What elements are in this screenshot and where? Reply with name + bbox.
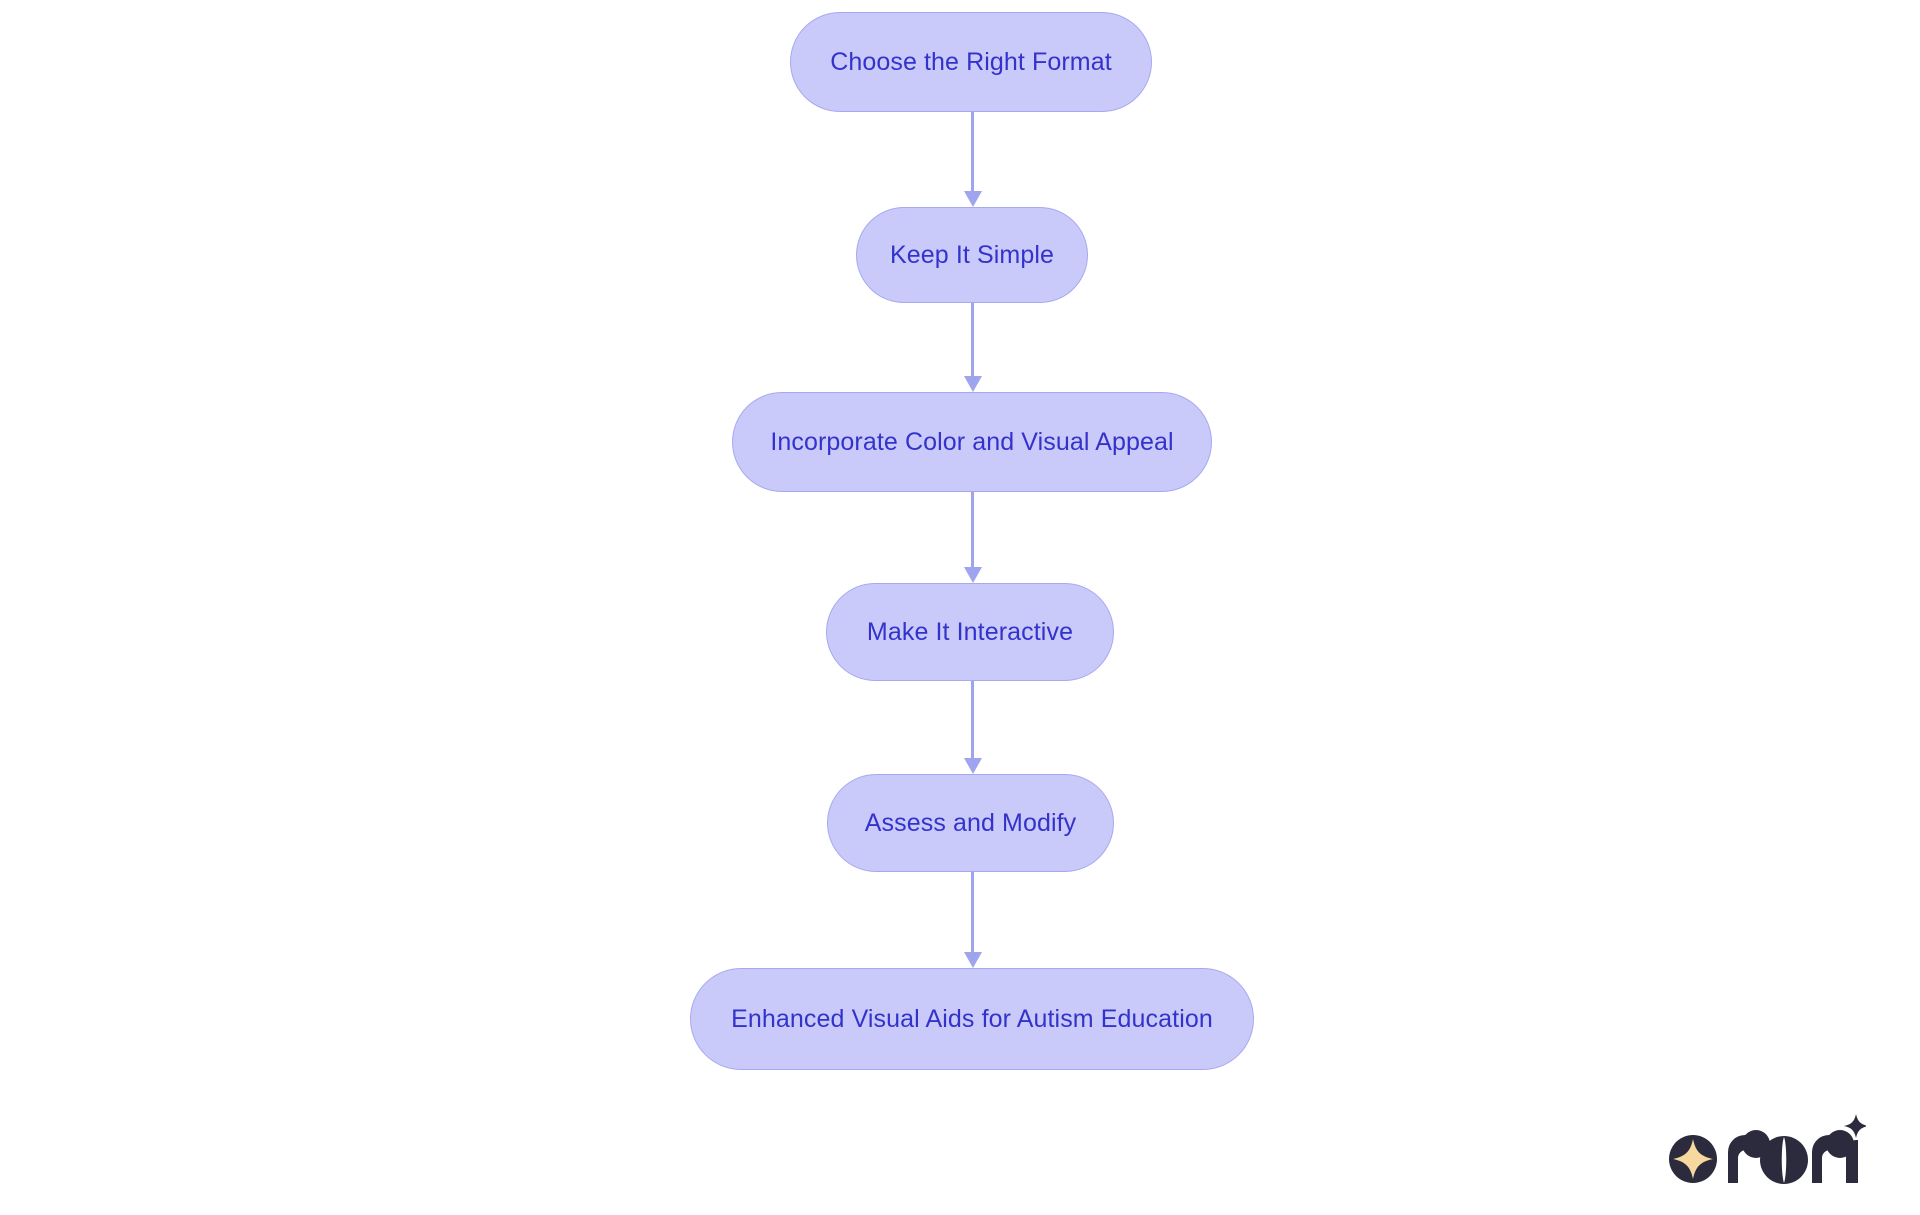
arrow-head bbox=[964, 567, 982, 583]
flow-node-label: Enhanced Visual Aids for Autism Educatio… bbox=[731, 1005, 1213, 1033]
flow-node-label: Keep It Simple bbox=[890, 241, 1054, 269]
flow-node-enhanced-visual-aids-for-autism-education[interactable]: Enhanced Visual Aids for Autism Educatio… bbox=[690, 968, 1254, 1070]
arrow-shaft bbox=[971, 872, 975, 952]
rori-logo bbox=[1669, 1114, 1866, 1184]
arrow-head bbox=[964, 952, 982, 968]
arrow-shaft bbox=[971, 492, 975, 567]
flow-arrow-icon bbox=[964, 872, 982, 968]
arrow-shaft bbox=[971, 303, 975, 376]
flow-arrow-icon bbox=[964, 303, 982, 392]
flow-node-label: Incorporate Color and Visual Appeal bbox=[770, 428, 1174, 456]
arrow-head bbox=[964, 376, 982, 392]
flow-node-choose-the-right-format[interactable]: Choose the Right Format bbox=[790, 12, 1152, 112]
flow-arrow-icon bbox=[964, 492, 982, 583]
logo-letter-o-slit bbox=[1781, 1137, 1787, 1183]
logo-letter-i bbox=[1846, 1140, 1858, 1183]
flow-node-make-it-interactive[interactable]: Make It Interactive bbox=[826, 583, 1114, 681]
flow-node-label: Make It Interactive bbox=[866, 618, 1074, 646]
flow-arrow-icon bbox=[964, 681, 982, 774]
arrow-head bbox=[964, 758, 982, 774]
arrow-shaft bbox=[971, 112, 975, 191]
arrow-shaft bbox=[971, 681, 975, 758]
flow-node-incorporate-color-and-visual-appeal[interactable]: Incorporate Color and Visual Appeal bbox=[732, 392, 1212, 492]
logo-star-icon bbox=[1673, 1139, 1713, 1179]
logo-sparkle-icon bbox=[1844, 1114, 1866, 1138]
flow-node-assess-and-modify[interactable]: Assess and Modify bbox=[827, 774, 1114, 872]
flow-node-label: Assess and Modify bbox=[864, 809, 1077, 837]
flow-arrow-icon bbox=[964, 112, 982, 207]
arrow-head bbox=[964, 191, 982, 207]
flow-node-label: Choose the Right Format bbox=[830, 48, 1112, 76]
flow-node-keep-it-simple[interactable]: Keep It Simple bbox=[856, 207, 1088, 303]
